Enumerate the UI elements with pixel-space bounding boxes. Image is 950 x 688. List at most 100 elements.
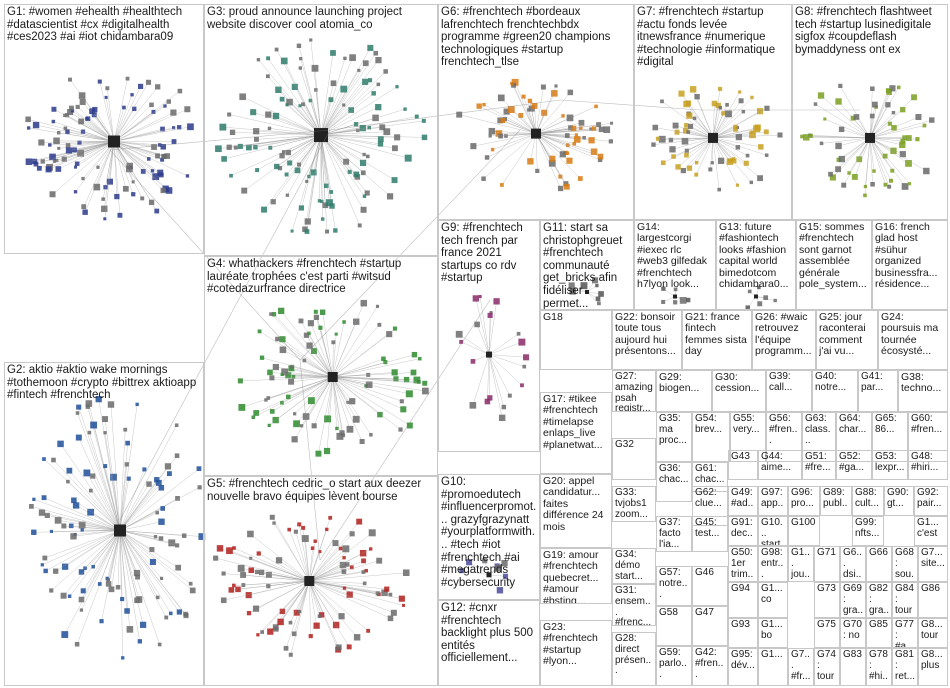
- node: [145, 79, 152, 85]
- edge: [298, 45, 322, 136]
- node: [829, 174, 836, 181]
- edge: [309, 580, 365, 584]
- edge: [280, 310, 333, 378]
- edge: [535, 133, 601, 161]
- node: [80, 129, 86, 134]
- node: [684, 148, 689, 153]
- node: [290, 364, 294, 369]
- edge: [113, 141, 161, 173]
- cluster-g1: [25, 76, 194, 221]
- edge: [502, 120, 537, 134]
- node: [79, 98, 86, 105]
- group-label: G27: amazing psah registr...: [615, 372, 653, 412]
- node: [258, 569, 265, 576]
- edge: [295, 531, 310, 582]
- edge: [683, 137, 714, 171]
- node: [387, 615, 394, 622]
- node: [219, 123, 227, 131]
- edge: [320, 134, 381, 140]
- node: [735, 133, 742, 141]
- node: [172, 126, 176, 130]
- edge: [78, 437, 121, 531]
- edge: [300, 58, 322, 136]
- node: [346, 400, 350, 404]
- node: [518, 338, 526, 346]
- group-cell-g61: G61: chac...: [692, 462, 728, 492]
- edge: [326, 376, 333, 452]
- node: [381, 589, 388, 597]
- edge: [257, 580, 310, 635]
- node: [377, 322, 382, 327]
- node: [568, 282, 575, 289]
- node: [336, 432, 344, 440]
- node: [455, 330, 463, 338]
- group-label: G89: publ...: [823, 488, 848, 516]
- node: [247, 530, 254, 538]
- cluster-g13: [745, 285, 777, 310]
- node: [402, 603, 406, 607]
- node: [391, 177, 398, 184]
- group-label: G13: future #fashiontech looks #fashion …: [719, 222, 789, 291]
- node: [870, 181, 875, 187]
- node: [735, 145, 741, 150]
- group-label: G29: biogen...: [659, 372, 700, 395]
- node: [493, 298, 500, 305]
- edge: [535, 129, 607, 134]
- group-cell-g100: G100: [788, 516, 820, 546]
- node: [297, 522, 302, 527]
- node: [361, 558, 366, 564]
- group-label: G85: [869, 620, 888, 630]
- node: [269, 409, 275, 414]
- group-cell-g105: G1... bo: [758, 618, 788, 648]
- node: [577, 176, 583, 181]
- edge: [309, 580, 404, 606]
- edge: [271, 376, 333, 379]
- node: [221, 571, 226, 576]
- group-cell-g49: G49: #ad...: [728, 486, 758, 516]
- node: [803, 134, 810, 141]
- node: [272, 112, 280, 120]
- group-label: G22: bonsoir toute tous aujourd hui prés…: [615, 312, 676, 358]
- node: [103, 217, 107, 221]
- node: [684, 152, 689, 158]
- node: [237, 378, 243, 384]
- node: [130, 93, 134, 97]
- cluster-g9: [455, 294, 530, 422]
- node: [335, 426, 339, 431]
- group-cell-g18: G18: [540, 310, 612, 370]
- hub-node: [314, 128, 328, 143]
- node: [838, 126, 845, 133]
- edge: [215, 557, 310, 582]
- edge: [320, 134, 381, 145]
- group-label: G56: #fren...: [769, 414, 798, 446]
- node: [229, 129, 236, 136]
- group-cell-g88: G88: cult...: [852, 486, 884, 516]
- edge: [332, 376, 357, 420]
- node: [896, 85, 901, 90]
- node: [253, 410, 260, 416]
- node: [68, 523, 74, 529]
- node: [750, 130, 754, 134]
- node: [40, 563, 44, 567]
- edge: [309, 580, 391, 595]
- node: [686, 165, 693, 171]
- edge: [56, 140, 115, 142]
- edge: [119, 404, 138, 531]
- node: [497, 94, 505, 102]
- edge: [712, 97, 753, 139]
- group-label: G61: chac...: [695, 464, 725, 485]
- edge: [309, 580, 387, 590]
- node: [108, 586, 115, 593]
- edge: [113, 141, 158, 157]
- edge: [320, 134, 364, 164]
- edge: [82, 529, 121, 531]
- node: [279, 153, 285, 159]
- edge: [119, 530, 128, 611]
- group-cell-g32: G32: [612, 438, 656, 480]
- edge: [269, 376, 333, 426]
- edge: [119, 530, 185, 536]
- edge: [52, 141, 115, 195]
- node: [504, 134, 508, 138]
- edge: [332, 376, 410, 426]
- node: [246, 144, 252, 151]
